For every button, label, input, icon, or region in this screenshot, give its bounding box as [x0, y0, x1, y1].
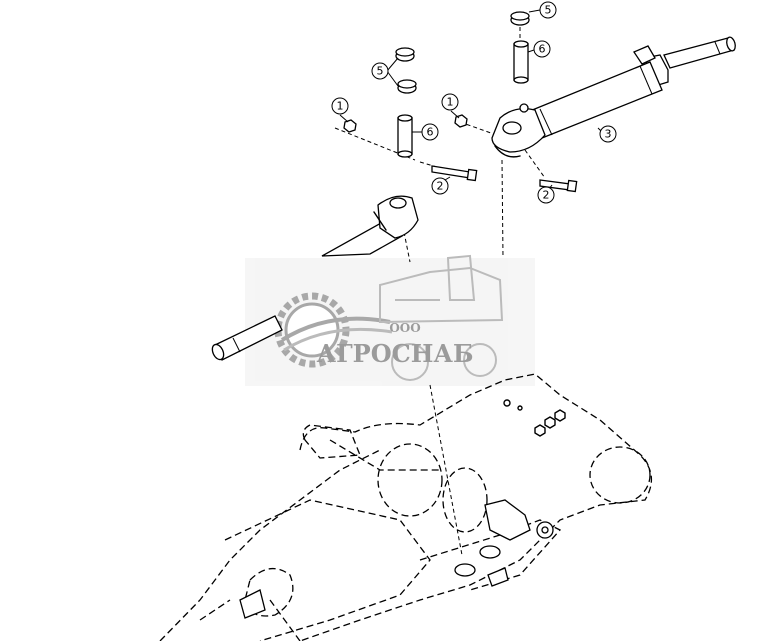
callout-5-right-label: 5 [545, 4, 552, 17]
hydraulic-cylinder-left [211, 195, 419, 361]
callout-6-right [533, 40, 551, 58]
callout-5-left-label: 5 [377, 65, 384, 78]
callout-6-left [421, 123, 439, 141]
watermark-gear-icon [274, 292, 393, 368]
nuts [343, 114, 468, 133]
callout-5-left [371, 62, 389, 80]
callout-3-label: 3 [605, 128, 612, 141]
watermark: ООО АГРОСНАБ [245, 254, 535, 386]
callout-2-right [537, 186, 555, 204]
hydraulic-cylinder-right [491, 36, 736, 158]
callouts: 1 1 5 5 6 6 2 2 3 [331, 1, 617, 204]
callout-5-right [539, 1, 557, 19]
callout-2-right-label: 2 [543, 189, 550, 202]
watermark-harvester-icon [379, 254, 504, 381]
callout-1-right-label: 1 [447, 96, 454, 109]
watermark-prefix: ООО [389, 321, 420, 335]
pin-left [397, 114, 413, 158]
callout-1-left-label: 1 [337, 100, 344, 113]
bolts [431, 165, 578, 193]
pin-right [513, 40, 529, 84]
watermark-brand: АГРОСНАБ [317, 339, 474, 368]
callout-6-right-label: 6 [539, 43, 546, 56]
frame-assembly [159, 373, 652, 641]
callout-3 [599, 125, 617, 143]
callout-1-left [331, 97, 349, 115]
callout-2-left [431, 177, 449, 195]
bushings-right [510, 11, 530, 26]
callout-6-left-label: 6 [427, 126, 434, 139]
bushings-left [395, 47, 417, 94]
center-lines [334, 20, 546, 556]
callout-1-right [441, 93, 459, 111]
callout-2-left-label: 2 [437, 180, 444, 193]
